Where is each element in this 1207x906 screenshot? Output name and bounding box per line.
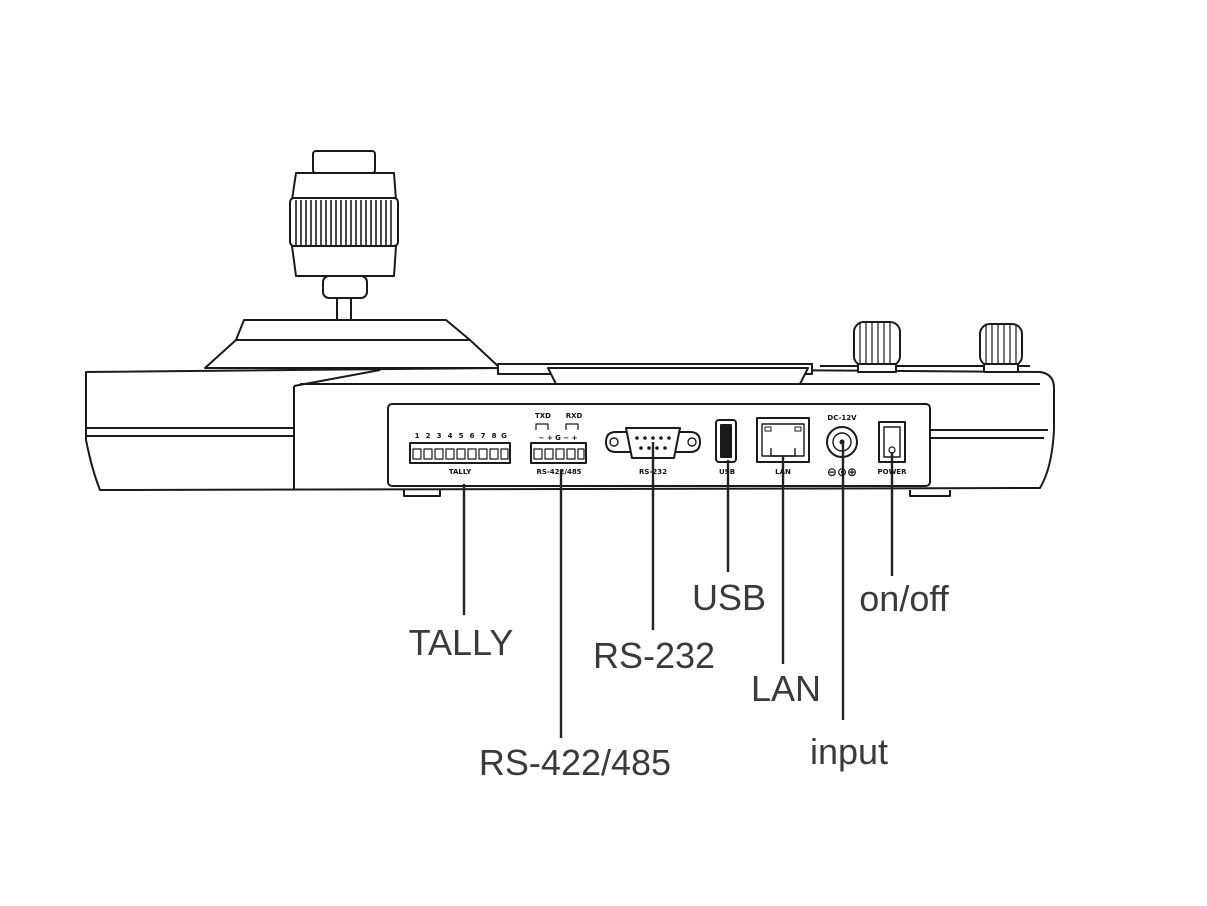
tally-pin-2: 2 [426,432,431,440]
txd-label: TXD [535,412,551,420]
knob-right-icon [979,323,1023,373]
rxd-label: RXD [566,412,583,420]
joystick-icon [204,150,501,369]
tally-pin-g: G [501,432,507,440]
dc-panel-label: DC-12V [827,414,857,422]
input-callout: input [810,731,888,772]
lan-callout: LAN [751,668,821,709]
knob-left-icon [853,321,901,373]
usb-port-icon [715,419,737,463]
tally-pin-3: 3 [437,432,442,440]
tally-pin-numbers: 1 2 3 4 5 6 7 8 G [415,432,508,440]
lan-port-icon [756,417,810,463]
usb-callout: USB [692,577,766,618]
onoff-callout: on/off [859,578,949,619]
tally-pin-5: 5 [459,432,464,440]
tally-pin-8: 8 [492,432,497,440]
usb-panel-label: USB [719,468,735,476]
tally-panel-label: TALLY [449,468,472,476]
tally-pin-7: 7 [481,432,486,440]
rs232-callout: RS-232 [593,635,715,676]
polarity-symbol: ⊖⊙⊕ [827,465,857,479]
rs422-callout: RS-422/485 [479,742,671,783]
tally-pin-4: 4 [448,432,453,440]
lan-panel-label: LAN [775,468,791,476]
tally-pin-6: 6 [470,432,475,440]
tally-pin-1: 1 [415,432,420,440]
tally-callout: TALLY [409,622,514,663]
power-panel-label: POWER [878,468,908,476]
rs422-terminal-icon [530,423,587,464]
rs422-panel-label: RS-422/485 [536,468,581,476]
tally-terminal-icon [409,442,511,464]
rs232-panel-label: RS-232 [639,468,667,476]
rs422-pin-labels: − + G − + [539,434,578,442]
